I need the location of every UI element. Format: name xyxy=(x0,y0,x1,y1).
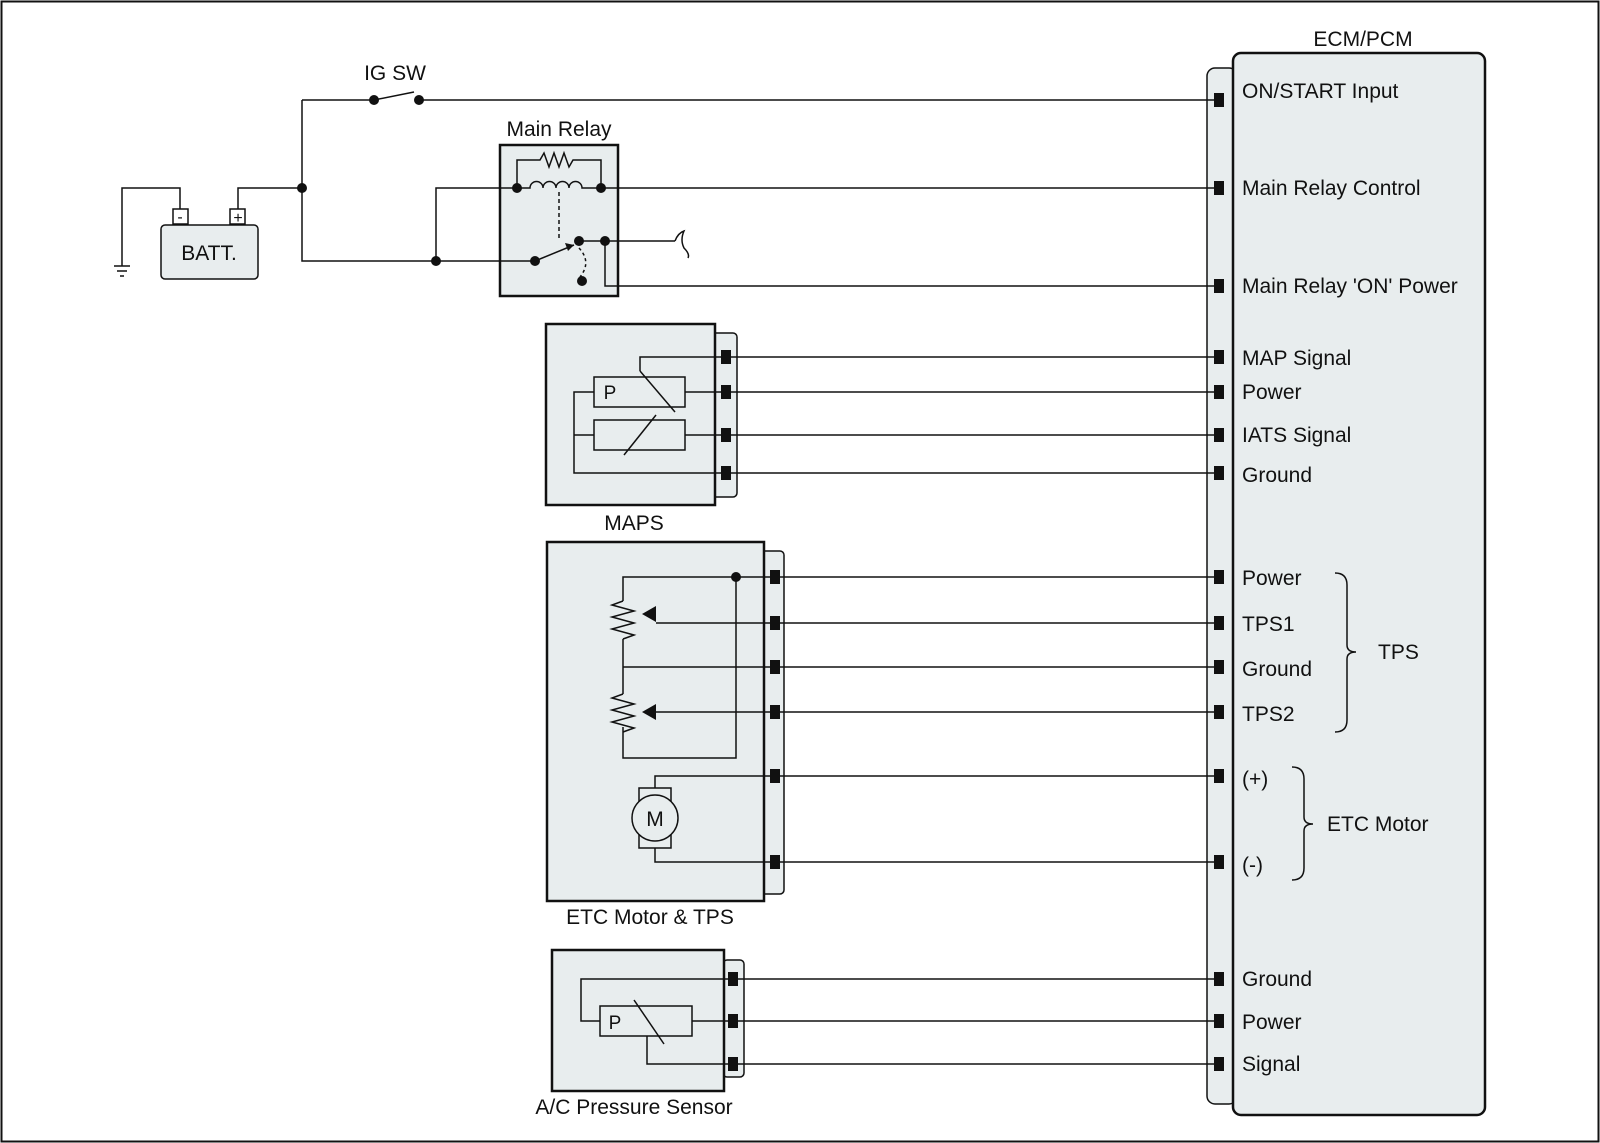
ecm-terminal xyxy=(1214,855,1224,869)
ig-switch: IG SW xyxy=(302,62,1215,105)
maps-label: MAPS xyxy=(604,512,664,535)
pin-iats-signal: IATS Signal xyxy=(1242,424,1351,447)
connector-pins xyxy=(721,93,1224,1071)
battery-body xyxy=(160,224,259,280)
sensor-terminal xyxy=(770,769,780,783)
battery-neg-sign: - xyxy=(177,209,182,226)
etc-motor-brace: ETC Motor xyxy=(1291,766,1429,881)
sensor-terminal xyxy=(721,428,731,442)
sensor-terminal xyxy=(770,705,780,719)
ecm-terminal xyxy=(1214,93,1224,107)
sensor-terminal xyxy=(721,350,731,364)
ac-pressure-sensor: P A/C Pressure Sensor xyxy=(535,948,745,1119)
ecm-pcm: ECM/PCM xyxy=(1206,28,1487,1117)
main-relay: Main Relay xyxy=(498,118,620,298)
ecm-terminal xyxy=(1214,181,1224,195)
group-tps: TPS xyxy=(1378,641,1419,664)
battery-pos-sign: + xyxy=(233,210,242,227)
ecm-terminal xyxy=(1214,769,1224,783)
wiper-arrow-icon xyxy=(642,704,656,720)
sensor-terminal xyxy=(721,466,731,480)
maps-body xyxy=(544,322,717,507)
etc-motor-tps: M ETC Motor & TPS xyxy=(545,540,785,929)
pin-on-start-input: ON/START Input xyxy=(1242,80,1399,103)
ecm-terminal xyxy=(1214,385,1224,399)
pin-maps-power: Power xyxy=(1242,381,1302,404)
wiper-arrow-icon xyxy=(642,606,656,622)
ecm-label: ECM/PCM xyxy=(1313,28,1412,51)
etc-body xyxy=(545,540,766,903)
ecm-pin-labels: ON/START Input Main Relay Control Main R… xyxy=(1242,80,1458,1076)
pin-tps-power: Power xyxy=(1242,567,1302,590)
sensor-terminal xyxy=(770,660,780,674)
sensor-terminal xyxy=(728,972,738,986)
sensor-terminal xyxy=(728,1057,738,1071)
pin-tps1: TPS1 xyxy=(1242,613,1295,636)
ecm-body xyxy=(1231,51,1487,1117)
ecm-terminal xyxy=(1214,616,1224,630)
pin-motor-minus: (-) xyxy=(1242,854,1263,877)
ig-switch-label: IG SW xyxy=(364,62,426,85)
pin-ac-ground: Ground xyxy=(1242,968,1312,991)
motor-label: M xyxy=(646,808,664,831)
pin-map-signal: MAP Signal xyxy=(1242,347,1351,370)
pin-main-relay-control: Main Relay Control xyxy=(1242,177,1421,200)
sensor-terminal xyxy=(770,570,780,584)
motor-icon xyxy=(631,794,679,842)
sensor-terminal xyxy=(770,855,780,869)
sensor-terminal xyxy=(728,1014,738,1028)
pin-main-relay-on-power: Main Relay 'ON' Power xyxy=(1242,275,1458,298)
pin-tps2: TPS2 xyxy=(1242,703,1295,726)
main-relay-label: Main Relay xyxy=(506,118,612,141)
ecm-terminal xyxy=(1214,466,1224,480)
ecm-terminal xyxy=(1214,1014,1224,1028)
maps-sensor: P MAPS xyxy=(544,322,738,535)
ecm-terminal xyxy=(1214,428,1224,442)
sensor-terminal xyxy=(770,616,780,630)
ecm-terminal xyxy=(1214,705,1224,719)
maps-p-label: P xyxy=(604,383,617,404)
group-etc-motor: ETC Motor xyxy=(1327,813,1429,836)
pin-maps-ground: Ground xyxy=(1242,464,1312,487)
ecm-terminal xyxy=(1214,279,1224,293)
ecm-terminal xyxy=(1214,570,1224,584)
etc-label: ETC Motor & TPS xyxy=(566,906,734,929)
ecm-terminal xyxy=(1214,972,1224,986)
ecm-terminal xyxy=(1214,660,1224,674)
pin-ac-signal: Signal xyxy=(1242,1053,1300,1076)
ac-label: A/C Pressure Sensor xyxy=(535,1096,732,1119)
ecm-terminal xyxy=(1214,1057,1224,1071)
battery: BATT. - + xyxy=(114,187,259,280)
sensor-terminal xyxy=(721,385,731,399)
pin-ac-power: Power xyxy=(1242,1011,1302,1034)
pin-motor-plus: (+) xyxy=(1242,768,1268,791)
battery-label: BATT. xyxy=(181,242,237,265)
ecm-terminal xyxy=(1214,350,1224,364)
pin-tps-ground: Ground xyxy=(1242,658,1312,681)
tps-brace: TPS xyxy=(1334,572,1419,733)
ac-p-label: P xyxy=(609,1013,622,1034)
ground-icon xyxy=(114,265,130,277)
